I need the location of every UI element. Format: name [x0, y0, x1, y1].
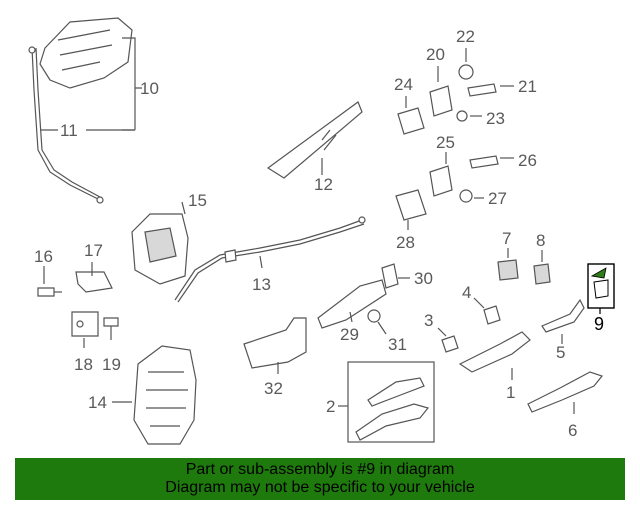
- callout-13: 13: [252, 275, 271, 294]
- callout-15: 15: [188, 191, 207, 210]
- callout-31: 31: [388, 335, 407, 354]
- part-9-highlighted[interactable]: [587, 263, 615, 314]
- part-18-striker[interactable]: [71, 311, 99, 348]
- part-28-plate[interactable]: [395, 189, 427, 230]
- part-32-inner-handle[interactable]: [243, 317, 307, 374]
- callout-21: 21: [518, 77, 537, 96]
- part-8-cap[interactable]: [533, 250, 551, 285]
- callout-27: 27: [488, 189, 507, 208]
- callout-26: 26: [518, 151, 537, 170]
- callout-3: 3: [424, 311, 433, 330]
- part-6-reinforcement[interactable]: [527, 371, 604, 414]
- callout-7: 7: [502, 229, 511, 248]
- part-17-bracket[interactable]: [75, 262, 113, 293]
- part-21-bolt[interactable]: [467, 83, 514, 97]
- callout-5: 5: [556, 343, 565, 362]
- callout-8: 8: [536, 231, 545, 250]
- part-11-cable[interactable]: [28, 46, 135, 204]
- part-2-handle-set[interactable]: [338, 361, 435, 443]
- part-5-handle-bracket[interactable]: [541, 298, 585, 344]
- callout-28: 28: [396, 233, 415, 252]
- callout-12: 12: [314, 175, 333, 194]
- callout-20: 20: [426, 45, 445, 64]
- part-24-plate[interactable]: [397, 96, 425, 135]
- part-26-bolt[interactable]: [469, 155, 514, 169]
- part-31-bolt[interactable]: [367, 309, 387, 335]
- part-3-cover[interactable]: [437, 327, 459, 353]
- part-10-lock-actuator[interactable]: [39, 17, 142, 131]
- part-15-latch[interactable]: [131, 201, 189, 285]
- callout-30: 30: [414, 269, 433, 288]
- callout-17: 17: [84, 241, 103, 260]
- part-22-nut[interactable]: [458, 48, 474, 80]
- callout-25: 25: [436, 133, 455, 152]
- part-30-seal[interactable]: [381, 263, 410, 289]
- part-29-check-strap[interactable]: [317, 279, 387, 329]
- part-14-module-carrier[interactable]: [112, 345, 197, 445]
- part-20-bracket[interactable]: [429, 66, 453, 117]
- callout-24: 24: [394, 75, 413, 94]
- callout-4: 4: [462, 283, 471, 302]
- callout-32: 32: [264, 379, 283, 398]
- callout-2: 2: [326, 397, 335, 416]
- parts-diagram: 10 11 12 15 13 16: [28, 17, 615, 445]
- callout-29: 29: [340, 325, 359, 344]
- callout-19: 19: [102, 355, 121, 374]
- callout-9: 9: [594, 314, 604, 334]
- part-23-grommet[interactable]: [456, 110, 482, 122]
- callout-22: 22: [456, 27, 475, 46]
- part-25-bracket[interactable]: [429, 152, 453, 197]
- part-7-lock-cylinder[interactable]: [497, 248, 519, 281]
- callout-1: 1: [506, 383, 515, 402]
- callout-11: 11: [60, 121, 78, 140]
- callout-10: 10: [140, 79, 159, 98]
- callout-6: 6: [568, 421, 577, 440]
- part-4-cap[interactable]: [473, 297, 501, 325]
- callout-14: 14: [88, 393, 107, 412]
- part-16-bolt[interactable]: [37, 266, 62, 297]
- callout-23: 23: [486, 109, 505, 128]
- callout-16: 16: [34, 247, 53, 266]
- part-13-rod-cable[interactable]: [174, 216, 366, 303]
- part-12-trim-strip[interactable]: [266, 101, 363, 179]
- callout-18: 18: [74, 355, 93, 374]
- banner-line-2: Diagram may not be specific to your vehi…: [165, 479, 475, 496]
- part-1-outer-handle[interactable]: [458, 331, 531, 380]
- info-banner: Part or sub-assembly is #9 in diagram Di…: [15, 458, 625, 500]
- part-27-grommet[interactable]: [459, 189, 484, 203]
- banner-line-1: Part or sub-assembly is #9 in diagram: [185, 461, 455, 478]
- part-19-screw[interactable]: [103, 317, 119, 340]
